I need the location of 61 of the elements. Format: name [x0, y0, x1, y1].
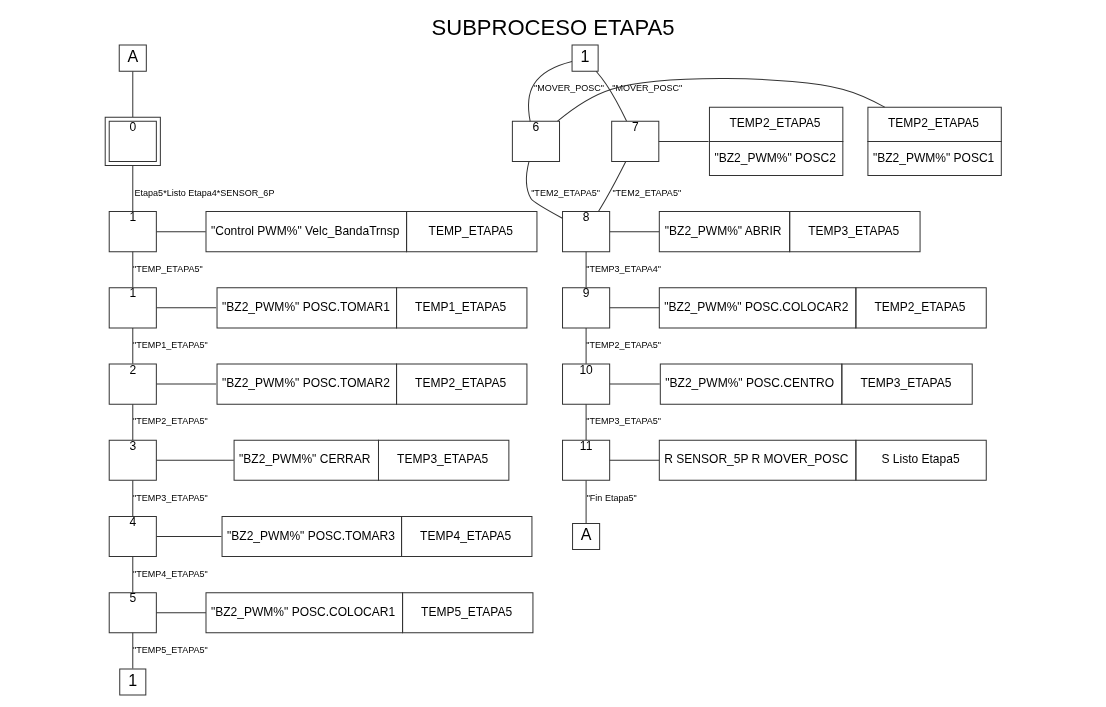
connector	[528, 60, 573, 122]
edge-label: "MOVER_POSC"	[534, 82, 605, 93]
node-box: 7	[611, 120, 660, 162]
edge-label: "TEMP3_ETAPA5"	[133, 492, 208, 503]
connector	[156, 535, 222, 537]
edge-label: "MOVER_POSC"	[612, 82, 683, 93]
connector	[132, 327, 134, 364]
edge-label: "TEMP2_ETAPA5"	[133, 415, 208, 426]
edge-label: Etapa5*Listo Etapa4*SENSOR_6P	[134, 187, 275, 198]
node-box: 4	[108, 515, 157, 557]
connector	[132, 631, 134, 669]
edge-label: "TEMP5_ETAPA5"	[133, 644, 208, 655]
connector	[132, 403, 134, 440]
node-box: A	[118, 44, 147, 72]
node-box: 10	[562, 363, 611, 405]
node-box: 8	[562, 210, 611, 252]
connector	[132, 250, 134, 288]
node-box: 5	[108, 591, 157, 633]
connector	[525, 160, 563, 219]
connector	[156, 230, 207, 232]
edge-label: "TEMP4_ETAPA5"	[133, 568, 208, 579]
connector	[585, 403, 587, 440]
node-box: 0	[104, 116, 161, 166]
connector	[156, 459, 235, 461]
node-box: 1	[108, 286, 157, 328]
connector	[132, 555, 134, 593]
connector	[585, 327, 587, 364]
connector	[132, 70, 134, 118]
edge-label: "TEMP3_ETAPA5"	[586, 415, 662, 426]
node-box: 11	[562, 439, 611, 481]
connector	[595, 70, 628, 122]
edge-label: "TEMP_ETAPA5"	[133, 263, 203, 274]
connector	[609, 459, 660, 461]
connector	[132, 164, 134, 212]
connector	[585, 250, 587, 288]
edge-label: "TEMP1_ETAPA5"	[133, 339, 208, 350]
diagram-title: SUBPROCESO ETAPA5	[431, 14, 675, 40]
edge-label: "TEM2_ETAPA5"	[612, 187, 682, 198]
connector	[132, 479, 134, 517]
node-box: 1	[119, 667, 147, 695]
node-box: 6	[511, 120, 560, 162]
connector	[597, 160, 627, 212]
node-box: 3	[108, 439, 157, 481]
connector	[609, 306, 660, 308]
connector	[557, 77, 886, 122]
connector	[609, 383, 661, 385]
edge-label: "TEM2_ETAPA5"	[531, 187, 600, 198]
connector	[156, 383, 217, 385]
connector	[155, 611, 207, 613]
edge-label: "TEMP2_ETAPA5"	[586, 339, 662, 350]
connector	[585, 479, 587, 524]
node-box: 2	[108, 363, 157, 405]
connector	[658, 140, 710, 142]
node-box: 9	[562, 286, 611, 328]
node-box: 1	[108, 210, 157, 252]
connector	[156, 306, 217, 308]
edge-label: "TEMP3_ETAPA4"	[586, 263, 662, 274]
connector	[609, 230, 660, 232]
node-box: 1	[571, 44, 599, 72]
node-box: A	[572, 522, 601, 550]
edge-label: "Fin Etapa5"	[586, 492, 637, 503]
